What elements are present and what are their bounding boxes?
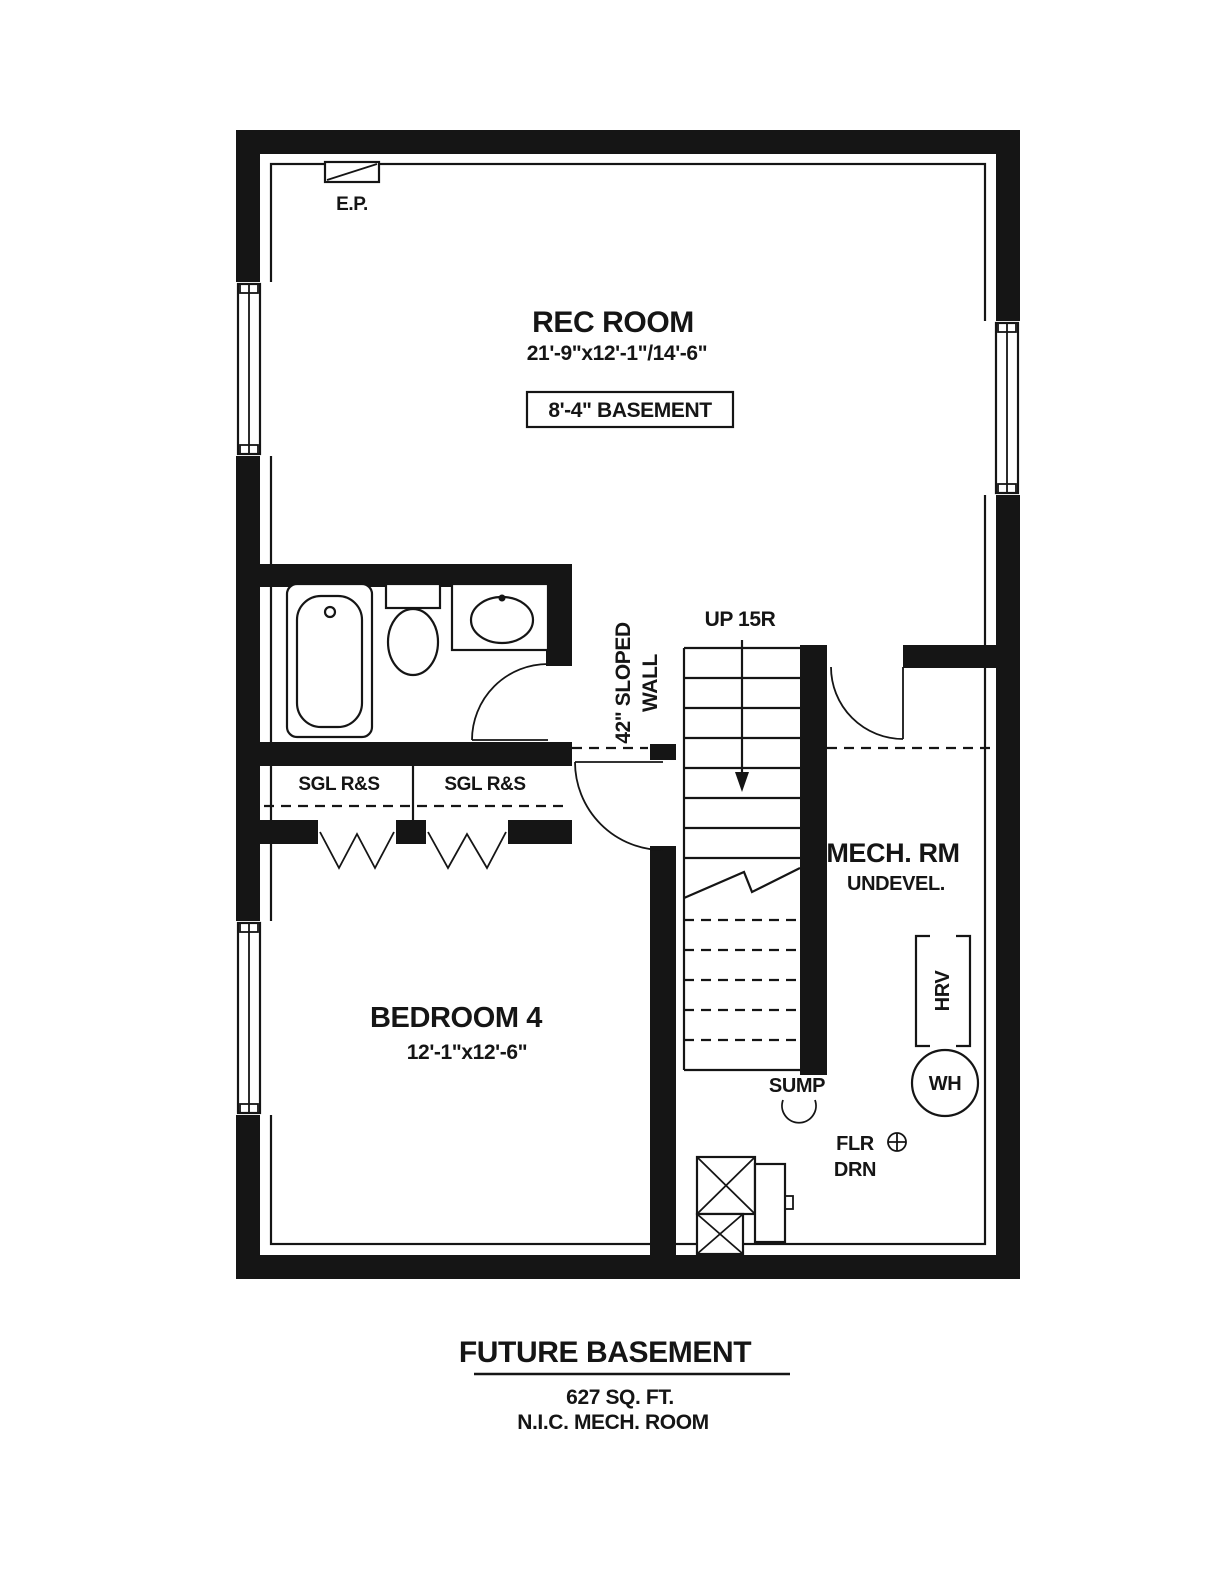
bathroom-east-wall [546, 564, 572, 666]
window-left-lower [231, 921, 275, 1115]
plan-area: 627 SQ. FT. [566, 1386, 674, 1409]
floor-drain-label-line1: FLR [836, 1133, 875, 1155]
bathtub-drain [323, 605, 337, 619]
furnace-connector [784, 1195, 794, 1210]
electrical-panel-label: E.P. [336, 194, 368, 215]
electrical-panel-mark [326, 163, 378, 181]
rec-room-label: REC ROOM [532, 306, 694, 339]
toilet-bowl [386, 607, 440, 677]
bathroom-south-wall [260, 742, 572, 766]
mech-door-swing [830, 666, 904, 740]
ceiling-note-box [525, 390, 735, 429]
bathtub-basin [295, 594, 364, 729]
electrical-panel [323, 160, 381, 184]
closet-right-label: SGL R&S [444, 774, 525, 795]
bathroom-door-swing [471, 663, 549, 741]
bathroom-fixtures [285, 582, 550, 739]
window-sill [239, 444, 259, 455]
bathroom-north-wall [260, 564, 572, 587]
stair-east-wall [800, 645, 827, 1075]
window-sill [997, 483, 1017, 494]
mech-room-label: MECH. RM [826, 838, 959, 868]
rec-room-dims: 21'-9"x12'-1"/14'-6" [527, 342, 707, 365]
ceiling-note-label: 8'-4" BASEMENT [548, 399, 712, 422]
window-sill [997, 322, 1017, 333]
closet-front-wall-b [396, 820, 426, 844]
mech-room-north-wall [903, 645, 996, 668]
furnace-x [696, 1213, 744, 1255]
water-heater-label: WH [929, 1073, 962, 1095]
closet-front-wall-c [508, 820, 572, 844]
plan-note: N.I.C. MECH. ROOM [517, 1411, 709, 1434]
window-sill [239, 1103, 259, 1114]
window-sill [239, 922, 259, 933]
plan-title: FUTURE BASEMENT [459, 1336, 751, 1369]
sink-basin [469, 595, 535, 645]
furnace-plenum [753, 1162, 787, 1244]
bifold-door-left [319, 831, 395, 870]
furnace-x [696, 1156, 756, 1215]
toilet-tank [384, 582, 442, 610]
water-heater-tank [910, 1048, 980, 1118]
interior-walls [260, 564, 996, 1258]
stairs-up-label: UP 15R [705, 608, 776, 631]
floor-drain-label-line2: DRN [834, 1159, 876, 1181]
sloped-wall-label-line1: 42" SLOPED [612, 622, 635, 744]
bedroom-dims: 12'-1"x12'-6" [407, 1041, 527, 1064]
window-left-upper [231, 282, 275, 456]
exterior-wall [236, 130, 1020, 1279]
mech-equipment [695, 934, 980, 1256]
sump-label: SUMP [769, 1075, 825, 1097]
closet-front-wall-a [260, 820, 318, 844]
stair-break-line [683, 867, 801, 900]
bifold-door-right [427, 831, 507, 870]
hrv-bracket-left [914, 934, 930, 1048]
closet-left-label: SGL R&S [298, 774, 379, 795]
doors [471, 663, 904, 851]
stair-arrow-head [735, 772, 749, 792]
interior-face-line [269, 162, 987, 1246]
window-right [981, 321, 1025, 495]
hrv-bracket-right [956, 934, 972, 1048]
sink-faucet [498, 594, 506, 602]
staircase [682, 640, 801, 1072]
sloped-wall-label-line2: WALL [639, 653, 662, 711]
sump-pit [781, 1099, 817, 1124]
window-sill [239, 283, 259, 294]
bedroom-label: BEDROOM 4 [370, 1002, 542, 1034]
mech-room-status: UNDEVEL. [847, 873, 945, 895]
hrv-label: HRV [932, 970, 954, 1012]
bedroom-door-swing [574, 761, 664, 851]
closet [264, 766, 570, 870]
bedroom-door-jamb [650, 744, 676, 760]
bedroom-east-wall [650, 846, 676, 1258]
